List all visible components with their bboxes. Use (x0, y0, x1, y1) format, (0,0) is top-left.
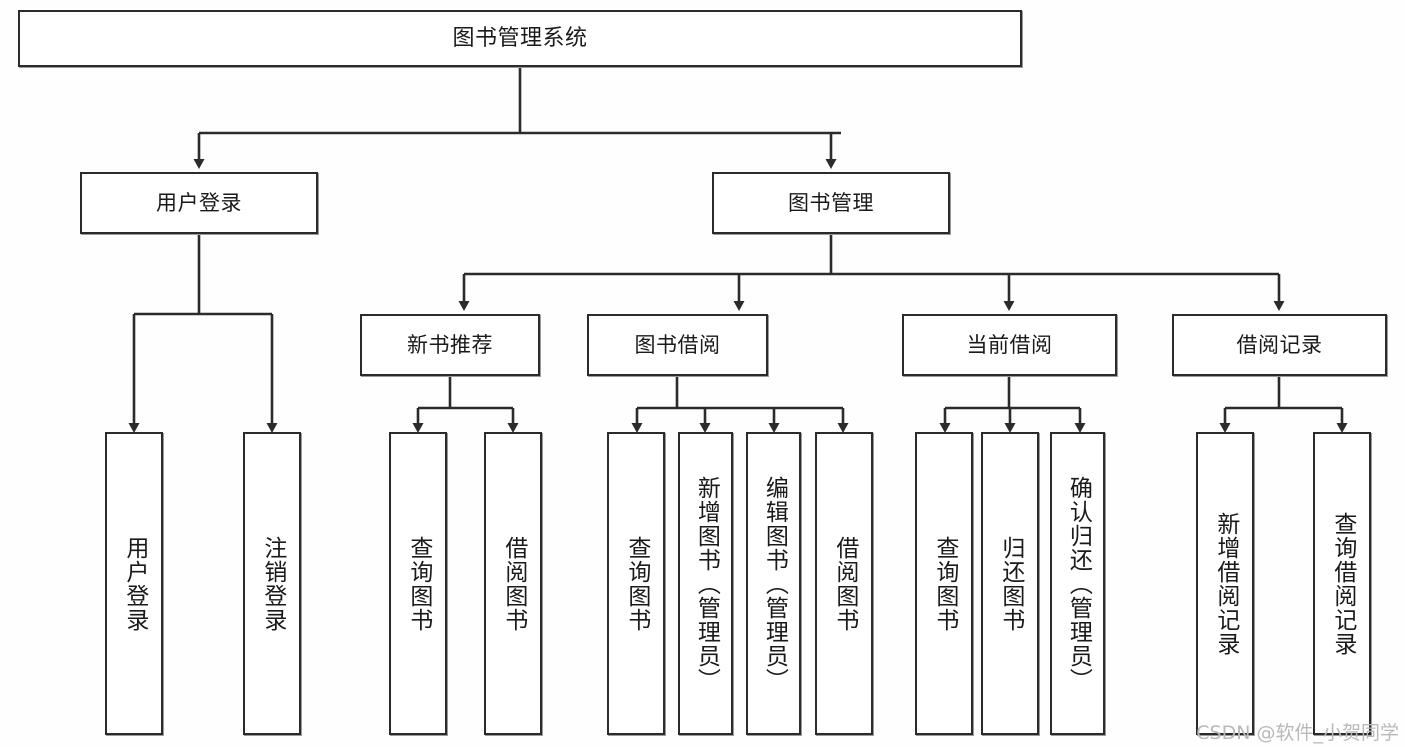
node-leaf-label: 用户登录 (121, 535, 148, 632)
node-leaf-label: 编辑图书（管理员） (761, 475, 788, 692)
node-leaf-query-book-borrow[interactable]: 查询图书 (607, 432, 665, 735)
csdn-watermark: CSDN @软件_小贺同学 (1196, 722, 1399, 744)
node-book-borrow[interactable]: 图书借阅 (587, 314, 768, 376)
node-leaf-edit-book-admin[interactable]: 编辑图书（管理员） (746, 432, 801, 735)
node-leaf-label: 新增借阅记录 (1212, 511, 1239, 656)
node-leaf-label: 确认归还（管理员） (1065, 475, 1092, 692)
node-leaf-label: 借阅图书 (500, 535, 527, 632)
node-leaf-label: 归还图书 (997, 535, 1024, 632)
node-leaf-label: 查询图书 (623, 535, 650, 632)
node-leaf-return-book[interactable]: 归还图书 (981, 432, 1039, 735)
node-leaf-query-book-current[interactable]: 查询图书 (915, 432, 973, 735)
node-leaf-borrow-book[interactable]: 借阅图书 (815, 432, 873, 735)
node-leaf-borrow-book-recommend[interactable]: 借阅图书 (484, 432, 542, 735)
node-book-manage-label: 图书管理 (788, 190, 874, 215)
node-borrow-record-label: 借阅记录 (1236, 332, 1323, 357)
node-leaf-logout-login[interactable]: 注销登录 (243, 432, 301, 735)
node-user-login-label: 用户登录 (156, 190, 242, 215)
node-root-label: 图书管理系统 (452, 25, 588, 51)
node-leaf-label: 新增图书（管理员） (693, 475, 720, 692)
node-user-login[interactable]: 用户登录 (80, 172, 318, 234)
node-new-book-recommend[interactable]: 新书推荐 (360, 314, 540, 376)
node-leaf-label: 查询图书 (405, 535, 432, 632)
node-leaf-query-borrow-record[interactable]: 查询借阅记录 (1313, 432, 1371, 735)
node-book-manage[interactable]: 图书管理 (712, 172, 950, 234)
node-leaf-label: 查询图书 (931, 535, 958, 632)
node-leaf-user-login[interactable]: 用户登录 (105, 432, 163, 735)
node-current-borrow[interactable]: 当前借阅 (902, 314, 1117, 376)
node-new-book-recommend-label: 新书推荐 (407, 332, 493, 357)
node-leaf-add-book-admin[interactable]: 新增图书（管理员） (678, 432, 733, 735)
node-leaf-label: 查询借阅记录 (1329, 511, 1356, 656)
node-leaf-confirm-return-admin[interactable]: 确认归还（管理员） (1050, 432, 1105, 735)
node-leaf-label: 借阅图书 (831, 535, 858, 632)
node-current-borrow-label: 当前借阅 (966, 332, 1053, 357)
node-leaf-add-borrow-record[interactable]: 新增借阅记录 (1196, 432, 1254, 735)
node-leaf-query-book-recommend[interactable]: 查询图书 (389, 432, 447, 735)
node-leaf-label: 注销登录 (259, 535, 286, 632)
node-root[interactable]: 图书管理系统 (18, 10, 1022, 67)
node-borrow-record[interactable]: 借阅记录 (1172, 314, 1387, 376)
node-book-borrow-label: 图书借阅 (634, 332, 721, 357)
